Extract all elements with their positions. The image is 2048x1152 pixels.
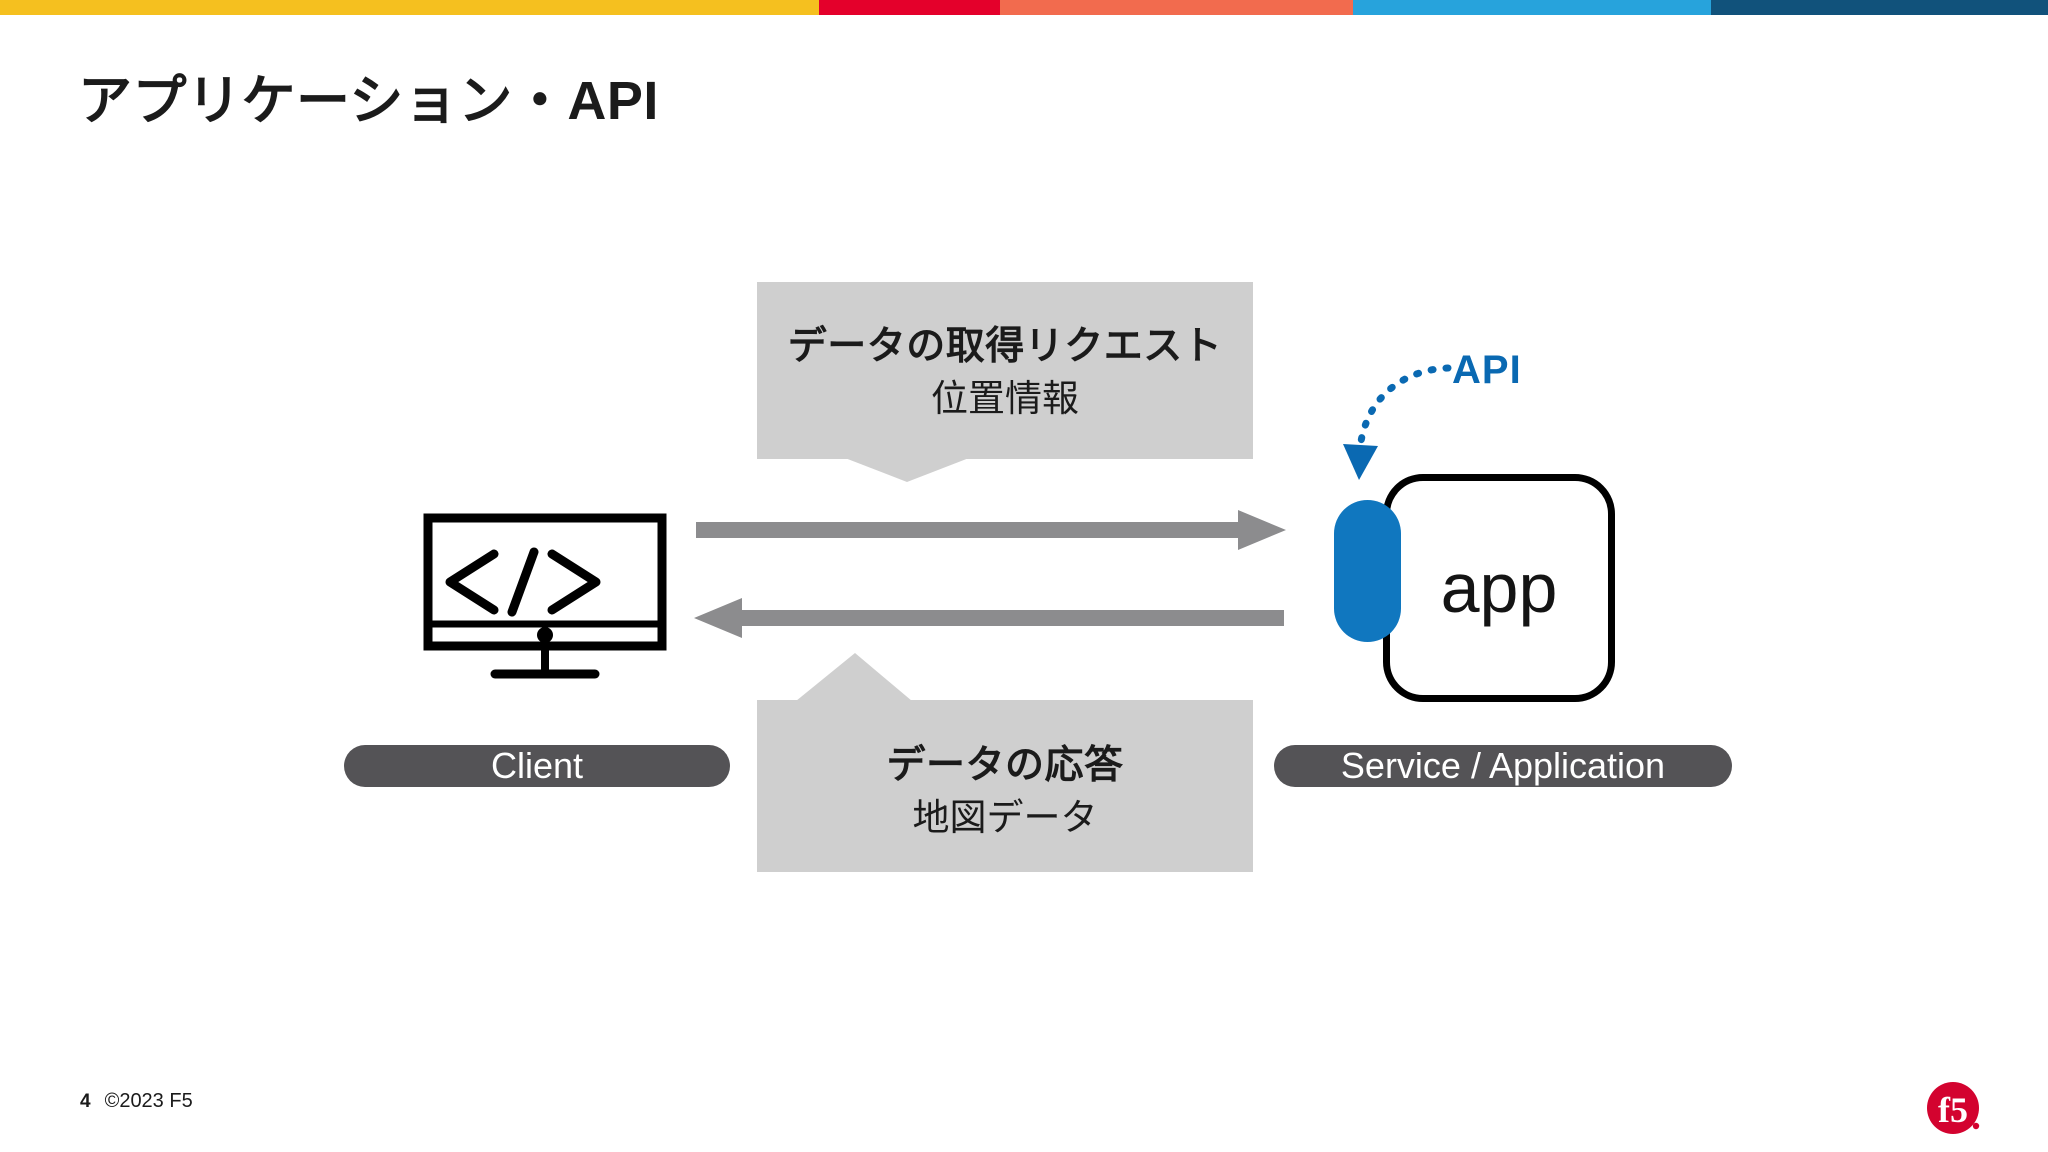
api-label: API xyxy=(1452,348,1522,392)
request-callout-line2: 位置情報 xyxy=(931,378,1079,419)
request-callout-notch xyxy=(845,458,969,482)
request-callout-box: データの取得リクエスト 位置情報 xyxy=(757,282,1253,459)
svg-text:f5: f5 xyxy=(1938,1090,1968,1130)
api-endpoint-capsule xyxy=(1334,500,1401,642)
api-pointer-arrow-icon xyxy=(1343,364,1452,480)
accent-segment-orange xyxy=(1000,0,1353,15)
response-arrow-left xyxy=(694,598,1284,638)
app-label: app xyxy=(1440,549,1558,627)
response-callout-line1: データの応答 xyxy=(886,744,1124,787)
accent-segment-yellow xyxy=(0,0,820,15)
accent-segment-dark-blue xyxy=(1711,0,2048,15)
service-role-pill: Service / Application xyxy=(1274,745,1732,787)
request-callout-line1: データの取得リクエスト xyxy=(787,325,1223,368)
f5-logo-icon: f5 xyxy=(1927,1082,1980,1134)
service-role-label: Service / Application xyxy=(1340,745,1666,786)
response-callout-notch xyxy=(796,653,912,701)
page-title: アプリケーション・API xyxy=(78,71,659,131)
footer: 4 ©2023 F5 xyxy=(80,1090,193,1113)
client-role-label: Client xyxy=(490,745,584,786)
response-callout-box: データの応答 地図データ xyxy=(757,700,1253,872)
app-box: app xyxy=(1383,474,1615,702)
copyright-notice: ©2023 F5 xyxy=(104,1090,193,1112)
page-number: 4 xyxy=(80,1091,91,1112)
accent-segment-red xyxy=(819,0,1001,15)
client-monitor-icon xyxy=(423,513,667,679)
response-callout-line2: 地図データ xyxy=(912,797,1098,838)
request-arrow-right xyxy=(696,510,1286,550)
accent-bar xyxy=(0,0,2048,15)
client-role-pill: Client xyxy=(344,745,730,787)
accent-segment-light-blue xyxy=(1352,0,1712,15)
